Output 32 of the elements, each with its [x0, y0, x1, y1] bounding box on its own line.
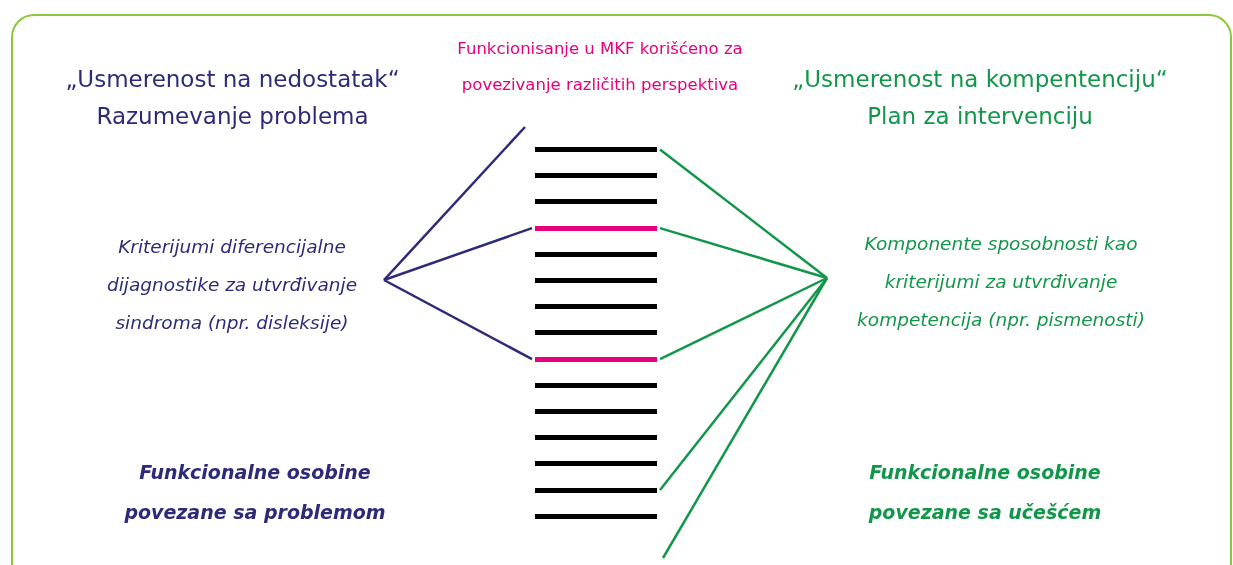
connector-line: [659, 276, 828, 361]
perspective-note: Funkcionisanje u MKF korišćeno za povezivanje različitih perspektiva: [456, 38, 744, 96]
connector-line: [659, 277, 828, 491]
bar: [535, 330, 657, 336]
connector-line: [383, 226, 533, 282]
bar: [535, 251, 657, 257]
bar: [535, 409, 657, 414]
highlighted-bar: [535, 225, 657, 231]
bar: [535, 487, 657, 493]
connector-line: [383, 278, 533, 361]
bar: [535, 147, 657, 152]
bar: [535, 304, 657, 310]
heading: „Usmerenost na kompentenciju“: [791, 65, 1169, 94]
criteria-text: Komponente sposobnosti kao kriterijumi za utvrđivanje kompetencija (npr. pismenosti): [827, 225, 1175, 339]
feature-caption: Funkcionalne osobine povezane sa problemom: [123, 460, 387, 525]
bar: [535, 382, 657, 388]
bar: [535, 513, 657, 519]
connector-line: [661, 277, 829, 559]
heading: Plan za intervenciju: [866, 102, 1094, 131]
heading: „Usmerenost na nedostatak“: [64, 65, 401, 94]
highlighted-bar: [535, 356, 657, 362]
bar: [535, 278, 657, 283]
bar: [535, 435, 657, 441]
connector-line: [659, 226, 828, 280]
bar: [535, 199, 657, 205]
bar: [535, 461, 657, 467]
criteria-text: Kriterijumi diferencijalne dijagnostike za utvrđivanje sindroma (npr. disleksije): [80, 228, 384, 342]
heading: Razumevanje problema: [95, 102, 370, 131]
connector-line: [659, 148, 828, 279]
connector-line: [383, 126, 526, 281]
bar: [535, 173, 657, 179]
feature-caption: Funkcionalne osobine povezane sa učešćem: [867, 460, 1103, 525]
